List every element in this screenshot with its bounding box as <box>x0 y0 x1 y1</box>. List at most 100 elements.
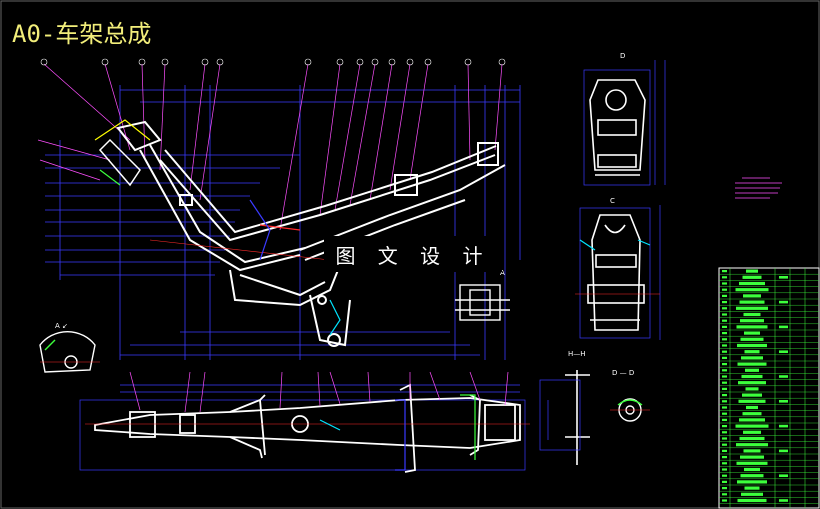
parts-list-cell-text <box>735 424 769 428</box>
parts-list-cell-text <box>736 443 768 447</box>
parts-list-row-number <box>722 313 727 316</box>
parts-list-cell-text <box>743 430 761 434</box>
parts-list-row-number <box>722 332 727 335</box>
motorcycle-frame-top-view-icon <box>94 383 521 473</box>
parts-list-row-number <box>722 301 727 304</box>
parts-list-row-number <box>722 294 727 297</box>
parts-list-row-number <box>722 456 727 459</box>
parts-list-row-number <box>722 474 727 477</box>
parts-list-cell-text <box>738 381 766 385</box>
parts-list-table-icon <box>718 267 820 509</box>
parts-list-row-number <box>722 307 727 310</box>
parts-list-cell-text <box>779 449 788 453</box>
watermark-label: 图 文 设 计 <box>324 236 502 272</box>
parts-list-row-number <box>722 387 727 390</box>
view-a-label: A <box>500 269 505 277</box>
section-hh-view <box>565 370 590 465</box>
parts-list-cell-text <box>735 288 769 292</box>
parts-list-row-number <box>722 493 727 496</box>
parts-list-row-number <box>722 480 727 483</box>
top-view-dimension-lines <box>79 384 526 471</box>
view-d-frame-section <box>589 79 646 176</box>
balloon-labels-top <box>40 58 506 66</box>
parts-list-row-number <box>722 499 727 502</box>
view-c-details <box>575 239 660 295</box>
parts-list-row-number <box>722 449 727 452</box>
parts-list-cell-text <box>743 294 761 298</box>
parts-list-cell-text <box>739 281 765 286</box>
parts-list-row-number <box>722 356 727 359</box>
parts-list-row-number <box>722 381 727 384</box>
parts-list-cell-text <box>739 418 765 422</box>
top-view-color-details <box>85 394 530 471</box>
side-view-leader-lines <box>37 63 503 231</box>
parts-list-cell-text <box>779 424 788 428</box>
section-hh-dimensions <box>539 379 581 451</box>
parts-list-row-number <box>722 406 727 409</box>
parts-list-cell-text <box>743 312 761 317</box>
parts-list-cell-text <box>744 350 760 354</box>
parts-list-row-number <box>722 375 727 378</box>
section-dd-label: D — D <box>612 369 634 377</box>
parts-list-row-number <box>722 270 727 273</box>
parts-list-row-number <box>722 394 727 397</box>
parts-list-row-number <box>722 400 727 403</box>
parts-list-cell-text <box>740 474 764 478</box>
parts-list-cell-text <box>741 374 763 379</box>
parts-list-cell-text <box>779 350 788 353</box>
parts-list-cell-text <box>737 362 767 366</box>
parts-list-cell-text <box>740 319 764 323</box>
parts-list-cell-text <box>737 343 767 348</box>
section-dd-view <box>610 398 650 422</box>
parts-list-cell-text <box>745 368 759 372</box>
parts-list-cell-text <box>736 325 768 329</box>
parts-list-cell-text <box>779 300 788 304</box>
parts-list-cell-text <box>742 275 762 279</box>
top-view-leader-lines <box>129 371 509 413</box>
parts-list-row-number <box>722 363 727 366</box>
view-c-label: C <box>610 197 615 205</box>
parts-list-cell-text <box>746 405 758 410</box>
parts-list-row-number <box>722 425 727 428</box>
parts-list-row-number <box>722 431 727 434</box>
parts-list-cell-text <box>736 306 768 310</box>
parts-list-row-number <box>722 344 727 347</box>
parts-list-cell-text <box>739 300 765 304</box>
parts-list-row-number <box>722 282 727 285</box>
parts-list-cell-text <box>738 399 766 403</box>
parts-list-cell-text <box>740 337 764 341</box>
technical-notes <box>735 177 782 199</box>
view-h-label: H—H <box>568 350 586 358</box>
parts-list-row-number <box>722 412 727 415</box>
parts-list-row-number <box>722 468 727 471</box>
parts-list-row-number <box>722 350 727 353</box>
parts-list-cell-text <box>744 467 760 472</box>
parts-list-cell-text <box>740 455 764 459</box>
parts-list-cell-text <box>779 276 788 279</box>
view-a-small-section <box>455 284 510 321</box>
motorcycle-frame-side-view-icon <box>98 120 506 347</box>
parts-list-cell-text <box>779 325 788 329</box>
parts-list-cell-text <box>742 393 762 397</box>
drawing-title: A0-车架总成 <box>12 20 152 48</box>
parts-list-cell-text <box>745 387 759 391</box>
parts-list-row-number <box>722 418 727 421</box>
parts-list-row-number <box>722 276 727 279</box>
parts-list-cell-text <box>779 375 788 378</box>
parts-list-row-number <box>722 487 727 490</box>
parts-list-row-number <box>722 369 727 372</box>
parts-list-rows <box>719 269 819 504</box>
view-c-dimensions <box>579 205 661 340</box>
view-d-dimensions <box>583 60 666 186</box>
parts-list-cell-text <box>743 449 761 453</box>
parts-list-row-number <box>722 319 727 322</box>
detail-a-view <box>39 331 100 373</box>
parts-list-row-number <box>722 288 727 291</box>
parts-list-row-number <box>722 338 727 341</box>
parts-list-cell-text <box>742 412 762 416</box>
parts-list-row-number <box>722 325 727 328</box>
parts-list-cell-text <box>741 492 763 496</box>
parts-list-cell-text <box>744 486 760 490</box>
